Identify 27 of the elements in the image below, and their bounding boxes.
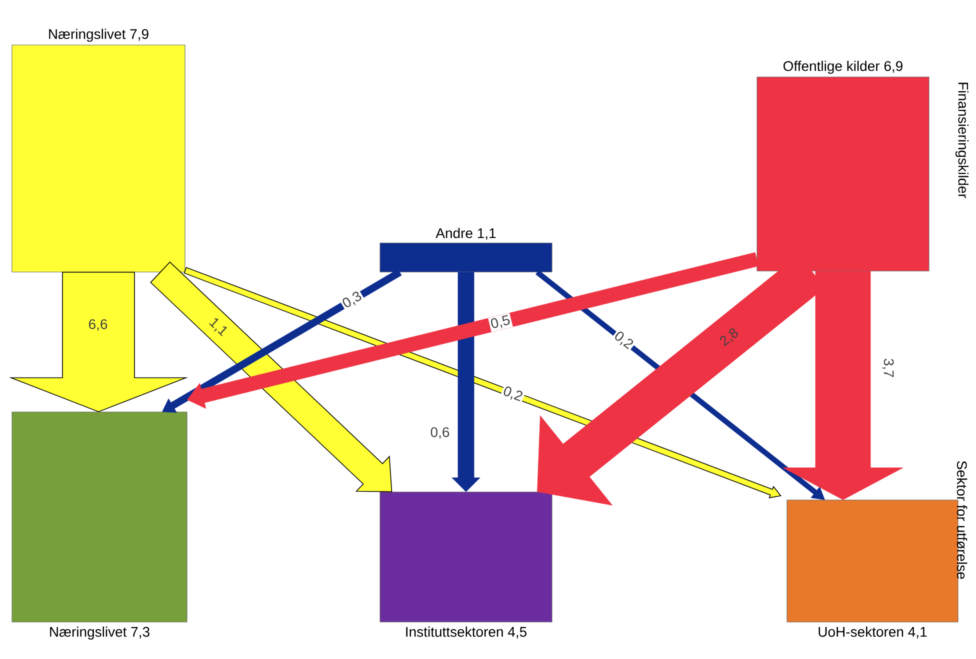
axis-label: Sektor for utførelse	[956, 461, 968, 579]
edge-label: 0,2	[610, 328, 637, 353]
edge-label: 0,6	[428, 426, 452, 440]
arrow	[782, 271, 904, 500]
edge-label: 3,7	[882, 358, 894, 377]
axis-label: Finansieringskilder	[955, 82, 969, 198]
node-label: Næringslivet 7,3	[50, 626, 150, 640]
node-label: Næringslivet 7,9	[49, 28, 148, 42]
edge-label: 2,8	[720, 328, 738, 346]
sector-box: Instituttsektoren 4,5	[380, 492, 552, 638]
source-bar: Andre 1,1	[380, 228, 552, 272]
node-label: Offentlige kilder 6,9	[783, 60, 902, 74]
edge-label: 0,3	[339, 288, 366, 312]
node-label: UoH-sektoren 4,1	[818, 626, 927, 638]
edge-label: 0,2	[500, 384, 526, 405]
sector-box: Næringslivet 7,3	[12, 412, 188, 640]
edge-label: 6,6	[88, 319, 108, 331]
arrow	[8, 272, 188, 412]
arrow	[187, 252, 759, 409]
edge-label: 1,1	[209, 318, 227, 336]
arrow	[452, 272, 480, 492]
arrow	[150, 262, 392, 492]
node-label: Instituttsektoren 4,5	[406, 626, 526, 638]
node-label: Andre 1,1	[436, 228, 496, 240]
source-box: Næringslivet 7,9	[12, 28, 186, 272]
edge-label: 0,5	[488, 312, 513, 332]
source-box: Offentlige kilder 6,9	[756, 60, 930, 272]
